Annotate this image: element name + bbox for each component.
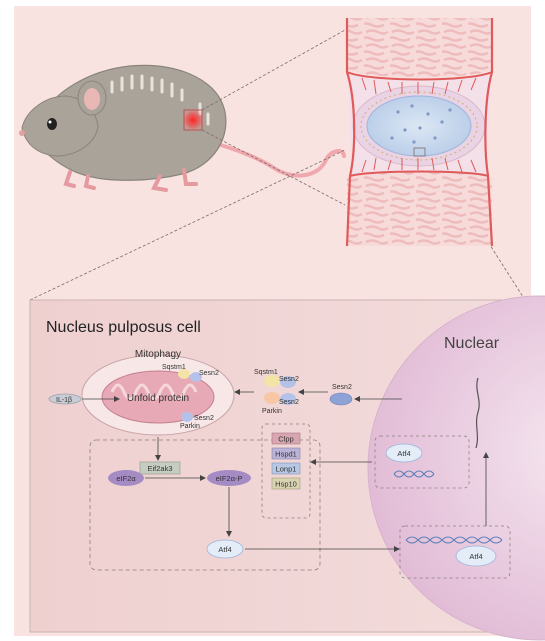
- il1b-node: IL-1β: [48, 393, 82, 405]
- free-sesn2: Sesn2: [329, 384, 353, 406]
- dna-lower: [405, 536, 503, 544]
- hspd1-box: [271, 447, 301, 460]
- mouse-nose: [19, 130, 25, 136]
- annulus-lamellae: [360, 91, 478, 161]
- nuclear-label: Nuclear: [444, 335, 500, 352]
- nucleus-lower-box: [399, 525, 511, 579]
- eif2a-p-label: eIF2α-P: [216, 474, 243, 483]
- mouse-head: [21, 95, 99, 157]
- disc-illustration: [345, 18, 494, 247]
- parkin-shape: [264, 392, 280, 404]
- lower-vertebra: [347, 172, 492, 246]
- protein-complex: Sqstm1 Sesn2 Sesn2 Parkin: [254, 369, 299, 415]
- capillaries: [361, 77, 477, 173]
- atf4-nucleus-upper-shape: [385, 443, 423, 463]
- sesn2-mito-top-shape: [190, 372, 202, 382]
- parkin-label: Parkin: [262, 408, 282, 415]
- lesion-spot: [181, 108, 205, 132]
- mouse-tail: [208, 140, 346, 178]
- hspd1-label: Hspd1: [275, 450, 297, 459]
- mouse-spine-marks: [110, 74, 210, 126]
- mrna-strand: [475, 377, 480, 449]
- magnify-box: [413, 147, 426, 157]
- atf4-nucleus-lower-label: Atf4: [469, 552, 482, 561]
- atf4-cytoplasm-label: Atf4: [218, 545, 231, 554]
- atf4-cytoplasm-shape: [206, 539, 244, 559]
- eif2ak3-label: Eif2ak3: [147, 464, 172, 473]
- lonp1-label: Lonp1: [276, 465, 297, 474]
- sesn2-mito-bottom-label: Sesn2: [194, 415, 214, 422]
- hsp10-label: Hsp10: [275, 480, 297, 489]
- mitochondrion: Mitophagy Unfold protein Sqstm1 Sesn2 Se…: [81, 349, 235, 436]
- il1b-label: IL-1β: [56, 397, 72, 404]
- sqstm1-shape: [264, 375, 280, 387]
- mitochondrion-cristae: [110, 383, 198, 401]
- dna-upper: [393, 470, 435, 478]
- hsp10-box: [271, 477, 301, 490]
- clpp-box: [271, 432, 301, 445]
- eif2a-p-shape: [207, 470, 251, 486]
- eif2a-label: eIF2α: [116, 474, 136, 483]
- eif2a-shape: [108, 470, 144, 486]
- upper-endplate: [346, 71, 493, 81]
- chaperone-box: [261, 423, 311, 519]
- lower-endplate: [349, 170, 489, 177]
- mouse-front-feet: [63, 170, 96, 190]
- mouse-illustration: [19, 64, 346, 192]
- nucleus-upper-box: [374, 435, 470, 489]
- atf4-nucleus-lower-shape: [455, 545, 497, 567]
- upper-vertebra: [347, 18, 492, 78]
- left-vessel-wall: [345, 18, 356, 247]
- sqstm1-mito-label: Sqstm1: [162, 364, 186, 371]
- lonp1-box: [271, 462, 301, 475]
- mouse-eye: [47, 118, 57, 130]
- atf4-nucleus-upper-label: Atf4: [397, 449, 410, 458]
- panel-title: Nucleus pulposus cell: [46, 319, 201, 336]
- sesn2-bottom-label: Sesn2: [279, 399, 299, 406]
- lesion-box: [183, 109, 203, 131]
- eif2ak3-box: [139, 461, 181, 475]
- sqstm1-mito-shape: [178, 369, 190, 379]
- nucleus-pulposus: [366, 95, 472, 157]
- sesn2-shape-top: [280, 376, 296, 388]
- mitophagy-label: Mitophagy: [135, 349, 181, 360]
- nucleus-region: [367, 295, 545, 641]
- sesn2-mito-bottom-shape: [181, 412, 193, 422]
- sesn2-mito-top-label: Sesn2: [199, 370, 219, 377]
- sqstm1-label: Sqstm1: [254, 369, 278, 376]
- unfold-protein-label: Unfold protein: [127, 393, 189, 404]
- free-sesn2-label: Sesn2: [332, 384, 352, 391]
- clpp-label: Clpp: [278, 435, 293, 444]
- parkin-mito-label: Parkin: [180, 423, 200, 430]
- mouse-hind-feet: [151, 168, 198, 192]
- np-cells: [390, 104, 452, 144]
- uPR-pathway-box: [89, 439, 321, 571]
- sesn2-shape-bottom: [280, 393, 296, 405]
- mouse-ear-inner: [84, 88, 100, 110]
- sesn2-top-label: Sesn2: [279, 376, 299, 383]
- right-vessel-wall: [484, 18, 494, 247]
